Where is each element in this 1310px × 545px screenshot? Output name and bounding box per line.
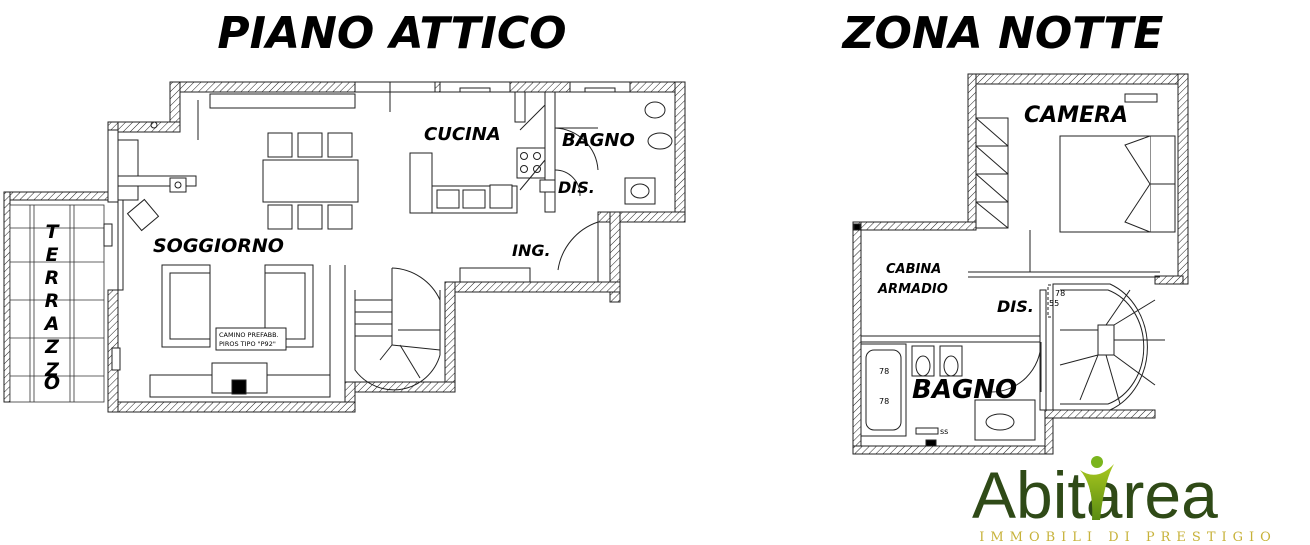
- dining-table: [126, 132, 359, 232]
- wardrobe: [975, 117, 1009, 229]
- double-bed: [1059, 93, 1176, 233]
- doors: [519, 104, 599, 282]
- terrazzo-letter: E: [46, 244, 59, 266]
- interior-walls-notte: [860, 289, 1047, 411]
- camino-note-box: [215, 327, 287, 351]
- terrazzo-letter: A: [43, 313, 60, 335]
- title-piano-attico: PIANO ATTICO: [217, 8, 566, 59]
- doccia-dim-b: 55: [1049, 299, 1059, 308]
- label-bagno-notte: BAGNO: [912, 375, 1017, 405]
- terrazzo-letter: O: [44, 372, 60, 394]
- label-bagno: BAGNO: [562, 130, 635, 151]
- label-armadio: ARMADIO: [877, 282, 948, 297]
- closet-rail: [968, 230, 1160, 278]
- label-cabina: CABINA: [886, 262, 941, 277]
- terrazzo-letter: T: [46, 221, 61, 243]
- radiator: [103, 223, 113, 247]
- zona-notte-labels: CAMERA CABINA ARMADIO DIS. BAGNO 78 78 7…: [877, 103, 1128, 436]
- spiral-staircase: [1052, 283, 1165, 411]
- pillar-corner: [853, 223, 861, 231]
- terrazzo-floor: [9, 204, 105, 403]
- logo-figure-icon: [1080, 456, 1114, 520]
- logo-tagline: IMMOBILI DI PRESTIGIO: [979, 530, 1277, 545]
- abitarea-logo: Abitarea IMMOBILI DI PRESTIGIO: [972, 456, 1277, 545]
- label-dis: DIS.: [558, 178, 595, 197]
- exterior-walls-notte: [852, 73, 1189, 455]
- ss-label: ss: [940, 427, 948, 436]
- terrazzo-letter: Z: [44, 359, 60, 381]
- staircase: [329, 265, 441, 391]
- label-ing: ING.: [512, 241, 551, 260]
- interior-walls: [107, 91, 556, 291]
- terrazzo-letter: R: [45, 267, 60, 289]
- label-dis-notte: DIS.: [997, 297, 1034, 316]
- radiator: [111, 347, 121, 371]
- camino-note-line2: PIROS TIPO "P92": [219, 340, 276, 348]
- vasca-dim-a: 78: [879, 367, 889, 376]
- camino-note-line1: CAMINO PREFABB.: [219, 331, 279, 339]
- label-cucina: CUCINA: [424, 124, 501, 145]
- doccia-dim-a: 78: [1055, 289, 1065, 298]
- kitchen-counter: [169, 147, 546, 214]
- bagno-fixtures: [539, 101, 673, 205]
- light-point: [150, 121, 158, 129]
- title-zona-notte: ZONA NOTTE: [841, 8, 1164, 59]
- piano-attico-labels: T E R R A Z Z O SOGGIORNO CUCINA BAGNO D…: [43, 124, 635, 394]
- terrazzo-label: T E R R A Z Z O: [43, 221, 61, 394]
- label-soggiorno: SOGGIORNO: [153, 235, 284, 257]
- windows: [197, 81, 631, 140]
- piano-attico-plan: [3, 81, 686, 413]
- bagno-notte-fixtures: [860, 284, 1097, 447]
- terrazzo-letter: R: [45, 290, 60, 312]
- label-camera: CAMERA: [1024, 103, 1128, 128]
- zona-notte-plan: [852, 73, 1189, 455]
- vasca-dim-a-2: 78: [879, 397, 889, 406]
- terrazzo-letter: Z: [44, 336, 60, 358]
